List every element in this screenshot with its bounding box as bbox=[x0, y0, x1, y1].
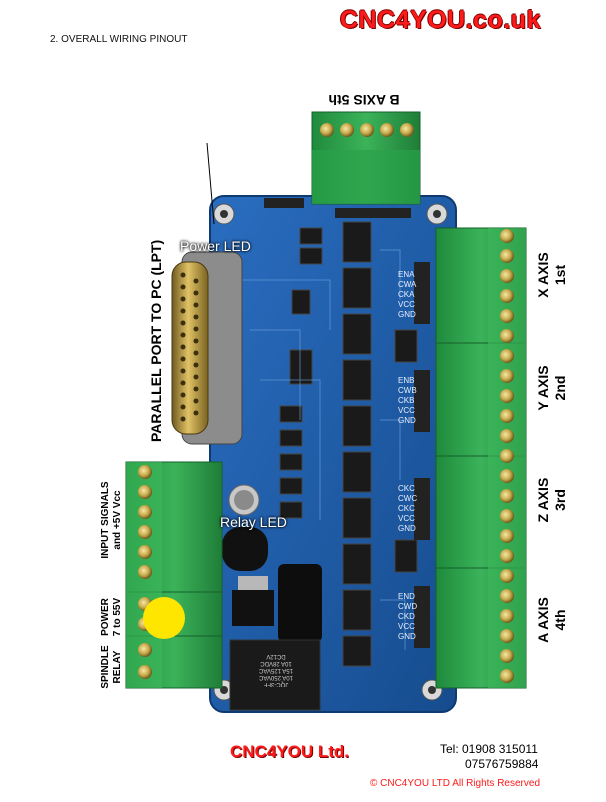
relay-line: 10A 250VAC bbox=[259, 674, 293, 680]
spindle-relay-label: SPINDLE RELAY bbox=[100, 644, 124, 690]
input-signals-label: INPUT SIGNALS and +5V Vcc bbox=[100, 464, 124, 576]
x-axis-ord: 1st bbox=[552, 264, 568, 286]
footer-copyright: © CNC4YOU LTD All Rights Reserved bbox=[370, 778, 541, 789]
power-led-label: Power LED bbox=[180, 238, 251, 254]
pcb-board bbox=[171, 142, 457, 713]
y-axis-label: Y AXIS 2nd bbox=[535, 348, 569, 428]
power-highlight-dot bbox=[143, 597, 185, 639]
input-signals-line2: and +5V Vcc bbox=[112, 490, 123, 550]
relay-led-label: Relay LED bbox=[220, 514, 287, 530]
relay-line: 15A 125VAC bbox=[259, 667, 293, 673]
input-signals-line1: INPUT SIGNALS bbox=[100, 481, 111, 559]
a-axis-ord: 4th bbox=[552, 609, 568, 631]
pin-label: CKB bbox=[398, 396, 415, 405]
pin-label: CKC bbox=[398, 484, 415, 493]
pin-label: GND bbox=[398, 310, 416, 319]
pin-label: CKA bbox=[398, 290, 415, 299]
x-axis-name: X AXIS bbox=[535, 252, 551, 298]
pin-label: GND bbox=[398, 524, 416, 533]
pin-label: VCC bbox=[398, 406, 415, 415]
z-axis-ord: 3rd bbox=[552, 489, 568, 511]
footer-brand: CNC4YOU Ltd. bbox=[230, 742, 349, 761]
pin-label: VCC bbox=[398, 622, 415, 631]
pin-label: CKC bbox=[398, 504, 415, 513]
pin-label: VCC bbox=[398, 300, 415, 309]
b-axis-label: B AXIS 5th bbox=[328, 92, 400, 108]
terminal-block-b-axis bbox=[311, 111, 421, 205]
pin-label: GND bbox=[398, 632, 416, 641]
y-axis-ord: 2nd bbox=[552, 375, 568, 401]
pins-a: END CWD CKD VCC GND bbox=[398, 592, 417, 642]
power-line2: 7 to 55V bbox=[112, 597, 123, 637]
parallel-port-label: PARALLEL PORT TO PC (LPT) bbox=[148, 239, 164, 442]
terminal-screws-right bbox=[500, 229, 514, 683]
spindle-line1: SPINDLE bbox=[100, 645, 111, 689]
power-line1: POWER bbox=[100, 598, 111, 636]
relay-line: DC12V bbox=[266, 653, 286, 659]
pins-x: ENA CWA CKA VCC GND bbox=[398, 270, 416, 320]
footer-mobile: 07576759884 bbox=[465, 757, 539, 771]
z-axis-name: Z AXIS bbox=[535, 477, 551, 523]
pin-label: CKD bbox=[398, 612, 415, 621]
pin-label: ENB bbox=[398, 376, 415, 385]
a-axis-name: A AXIS bbox=[535, 597, 551, 643]
pin-label: VCC bbox=[398, 514, 415, 523]
section-title: 2. OVERALL WIRING PINOUT bbox=[50, 34, 188, 45]
pin-label: CWC bbox=[398, 494, 418, 503]
pin-label: END bbox=[398, 592, 415, 601]
power-label: POWER 7 to 55V bbox=[100, 592, 124, 642]
pin-label: GND bbox=[398, 416, 416, 425]
terminal-blocks-left bbox=[125, 461, 223, 689]
pins-z: CKC CWC CKC VCC GND bbox=[398, 484, 417, 534]
y-axis-name: Y AXIS bbox=[535, 365, 551, 411]
relay-line: 10A 28VDC bbox=[260, 660, 292, 666]
relay-text: JQC-3FF 10A 250VAC 15A 125VAC 10A 28VDC … bbox=[238, 652, 314, 687]
footer-telephone: Tel: 01908 315011 bbox=[440, 742, 538, 756]
pin-label: ENA bbox=[398, 270, 415, 279]
relay-line: JQC-3FF bbox=[263, 681, 289, 687]
x-axis-label: X AXIS 1st bbox=[535, 235, 569, 315]
spindle-line2: RELAY bbox=[112, 650, 123, 684]
pin-label: CWA bbox=[398, 280, 417, 289]
header-brand: CNC4YOU.co.uk bbox=[340, 6, 541, 34]
a-axis-label: A AXIS 4th bbox=[535, 580, 569, 660]
pin-label: CWD bbox=[398, 602, 418, 611]
pins-y: ENB CWB CKB VCC GND bbox=[398, 376, 417, 426]
pin-label: CWB bbox=[398, 386, 417, 395]
z-axis-label: Z AXIS 3rd bbox=[535, 460, 569, 540]
